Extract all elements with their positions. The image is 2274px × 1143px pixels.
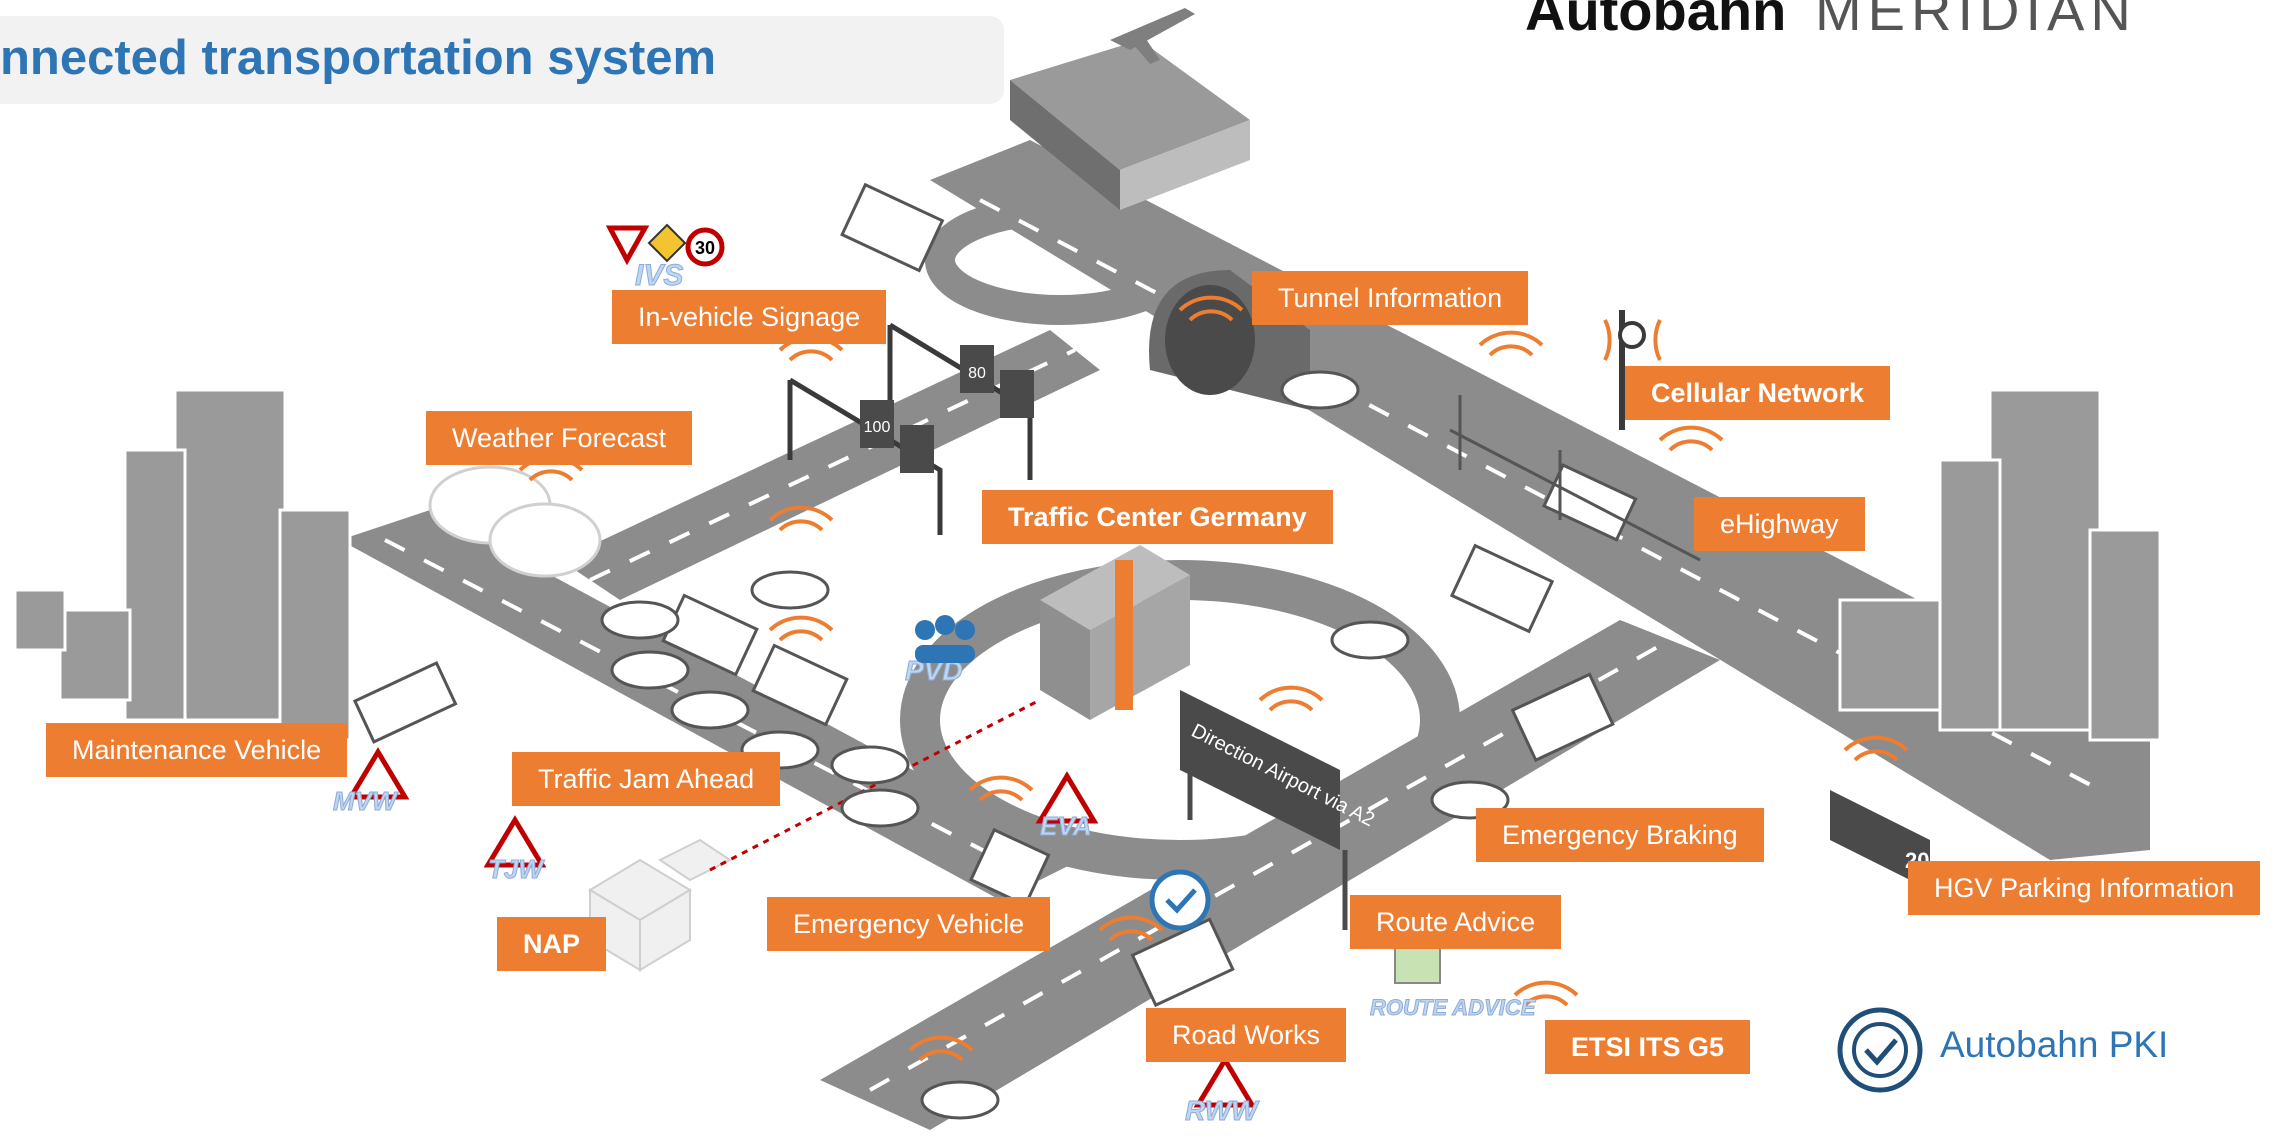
mvw-warning-icon: [346, 747, 410, 800]
autobahn-pki-label: Autobahn PKI: [1940, 1024, 2169, 1065]
pvd-icon: [915, 615, 975, 663]
eva-warning-icon: [1035, 771, 1099, 824]
meridian-logo: MERIDIAN: [1815, 0, 2137, 42]
label-emergency-vehicle: Emergency Vehicle: [767, 897, 1051, 951]
direction-sign: [1180, 690, 1348, 930]
rww-tag: RWW: [1185, 1095, 1260, 1126]
weather-cloud-icon: [428, 465, 602, 578]
label-tunnel-information: Tunnel Information: [1252, 271, 1529, 325]
hgv-parking-sign: [1830, 790, 1930, 890]
gantry-speed-boards: [860, 345, 1034, 473]
label-maintenance-vehicle: Maintenance Vehicle: [46, 723, 348, 777]
label-hgv-parking-information: HGV Parking Information: [1908, 861, 2261, 915]
label-traffic-jam-ahead: Traffic Jam Ahead: [512, 752, 781, 806]
label-road-works: Road Works: [1146, 1008, 1347, 1062]
eva-tag: EVA: [1040, 811, 1092, 841]
label-ehighway: eHighway: [1694, 497, 1865, 551]
page-title: nnected transportation system: [0, 31, 717, 85]
give-way-sign-icon: [605, 225, 650, 266]
signal-icons: [518, 295, 1909, 1062]
label-emergency-braking: Emergency Braking: [1476, 808, 1764, 862]
label-route-advice: Route Advice: [1350, 895, 1562, 949]
label-nap: NAP: [497, 917, 607, 971]
title-bar: [0, 16, 1004, 104]
airplane-icon: [1110, 8, 1195, 64]
cellular-antenna-icon: [1618, 321, 1646, 349]
speed-limit-30-text: 30: [695, 238, 715, 258]
warning-triangles: [346, 225, 1257, 1108]
nap-data-link: [709, 698, 1041, 872]
speed-limit-sign-icon: [685, 227, 725, 267]
ivs-tag: IVS: [635, 259, 683, 292]
tjw-warning-icon: [483, 815, 547, 868]
label-etsi-its-g5: ETSI ITS G5: [1545, 1020, 1751, 1074]
vehicles: [352, 182, 1638, 1120]
label-cellular-network: Cellular Network: [1625, 366, 1891, 420]
autobahn-logo: Autobahn: [1525, 0, 1787, 42]
autobahn-pki-icon: [1837, 1007, 1923, 1093]
rww-warning-icon: [1193, 1055, 1257, 1108]
certificate-badge-icon: [1149, 869, 1211, 931]
label-weather-forecast: Weather Forecast: [426, 411, 693, 465]
priority-road-sign-icon: [647, 223, 687, 263]
nap-cubes-icon: [588, 838, 732, 972]
tjw-tag: TJW: [488, 854, 545, 884]
gantry-80-sign: 80: [968, 365, 986, 382]
traffic-center-building: [1040, 545, 1190, 720]
airport-terminal: [1010, 40, 1250, 210]
buildings-left: [13, 388, 352, 742]
route-advice-tag: ROUTE ADVICE: [1370, 995, 1537, 1020]
buildings-right: [1838, 388, 2162, 742]
mvw-tag: MVW: [333, 786, 399, 816]
label-in-vehicle-signage: In-vehicle Signage: [612, 290, 887, 344]
gantry-100-sign: 100: [864, 419, 891, 436]
label-traffic-center-germany: Traffic Center Germany: [982, 490, 1333, 544]
ehighway-catenary: [1449, 395, 1701, 562]
